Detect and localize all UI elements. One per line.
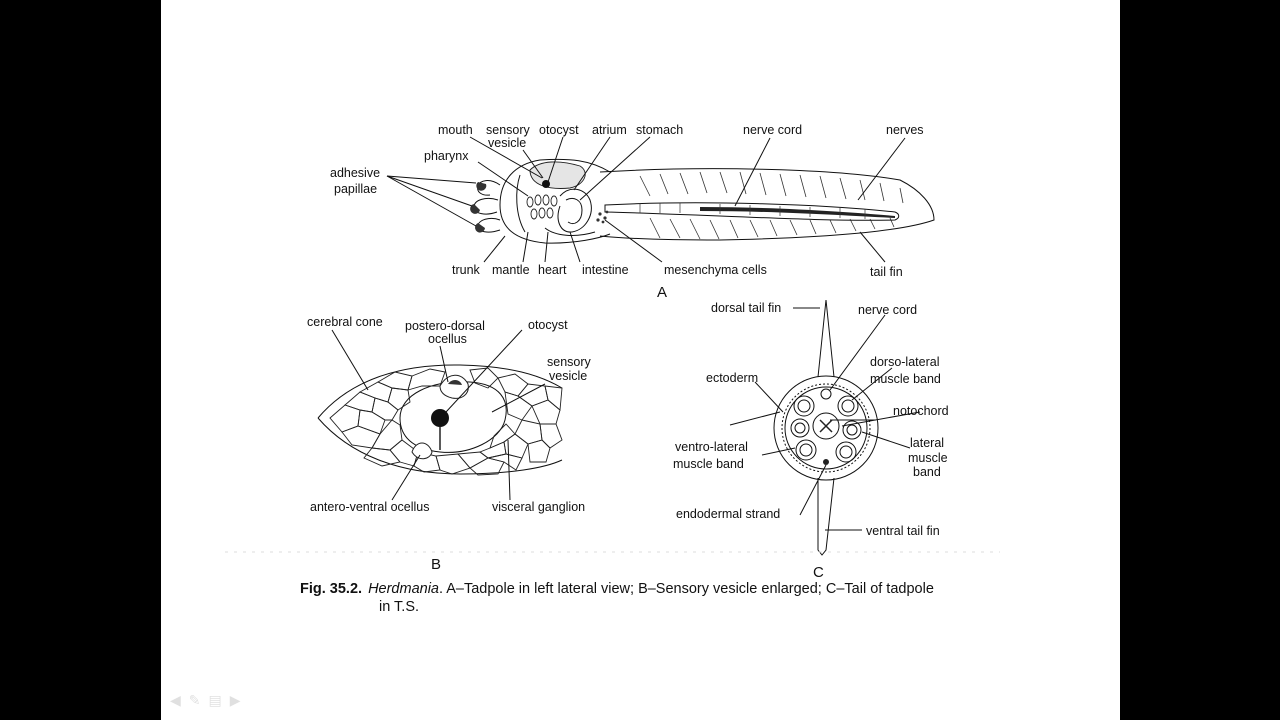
ventral-fin-spike (817, 477, 835, 556)
postero-dorsal-ocellus-pigment (448, 379, 462, 385)
label-otocyst-b: otocyst (528, 318, 568, 332)
nerve-cord-segments (639, 203, 866, 219)
nerve-cord-c (820, 388, 832, 400)
label-nerve-cord-c: nerve cord (858, 303, 917, 317)
caption-text-line1: . A–Tadpole in left lateral view; B–Sens… (438, 581, 934, 597)
stomach-loop (565, 197, 583, 224)
panel-label-c: C (813, 564, 824, 581)
label-lateral-3: band (913, 465, 941, 479)
tail-outer-circle (773, 375, 879, 481)
label-dorso-lateral-1: dorso-lateral (870, 355, 939, 369)
heart-shape (544, 227, 596, 236)
label-cerebral-cone: cerebral cone (307, 315, 383, 329)
label-ventral-tail-fin: ventral tail fin (866, 524, 940, 538)
label-ventro-lateral-2: muscle band (673, 457, 744, 471)
panel-b-leader-lines (331, 329, 546, 501)
panel-label-b: B (431, 556, 441, 573)
label-mantle: mantle (492, 263, 530, 277)
panel-label-a: A (657, 284, 667, 301)
otocyst-b (431, 409, 449, 427)
nerve-cord-band (700, 207, 895, 218)
menu-icon[interactable]: ▤ (208, 692, 222, 708)
tadpole-drawing (470, 158, 935, 244)
label-notochord: notochord (893, 404, 949, 418)
label-otocyst-a: otocyst (539, 123, 579, 137)
caption-genus: Herdmania (368, 581, 439, 597)
postero-dorsal-ocellus (439, 374, 469, 399)
mantle-line (516, 174, 526, 233)
otocyst-dot (542, 180, 550, 188)
adhesive-papillae (470, 180, 501, 233)
notochord-c (812, 412, 840, 440)
tail-fin-hatching (639, 171, 904, 240)
vesicle-cells (329, 367, 563, 476)
label-stomach: stomach (636, 123, 683, 137)
label-sensory-vesicle-a1: sensory (486, 123, 531, 137)
label-endodermal-strand: endodermal strand (676, 507, 780, 521)
intestine-loop (557, 188, 592, 233)
pen-icon[interactable]: ✎ (188, 692, 201, 708)
label-lateral-2: muscle (908, 451, 948, 465)
mesenchyma-cells (596, 210, 609, 224)
pharynx-stigmata (526, 194, 558, 220)
label-dorso-lateral-2: muscle band (870, 372, 941, 386)
label-ventro-lateral-1: ventro-lateral (675, 440, 748, 454)
caption-text-line2: in T.S. (379, 599, 420, 615)
label-pharynx: pharynx (424, 149, 469, 163)
panel-c-labels: dorsal tail fin nerve cord dorso-lateral… (673, 301, 949, 581)
slide-nav-controls[interactable]: ◀ ✎ ▤ ▶ (170, 692, 241, 709)
panel-a-leader-lines (386, 136, 906, 263)
label-dorsal-tail-fin: dorsal tail fin (711, 301, 781, 315)
tail-outline (599, 168, 935, 241)
label-atrium: atrium (592, 123, 627, 137)
label-visceral-ganglion: visceral ganglion (492, 500, 585, 514)
label-ectoderm: ectoderm (706, 371, 758, 385)
label-antero-ventral-ocellus: antero-ventral ocellus (310, 500, 430, 514)
vesicle-upper-outline (317, 364, 563, 419)
label-heart: heart (538, 263, 567, 277)
caption-fig-number: Fig. 35.2. (300, 581, 363, 597)
tail-inner-circle (784, 386, 868, 470)
label-postero-dorsal-2: ocellus (428, 332, 467, 346)
label-intestine: intestine (582, 263, 629, 277)
label-trunk: trunk (452, 263, 481, 277)
label-sensory-b-2: vesicle (549, 369, 587, 383)
sensory-vesicle-shape (529, 161, 586, 189)
slide-page (161, 0, 1120, 720)
label-postero-dorsal-1: postero-dorsal (405, 319, 485, 333)
dorsal-fin-spike (817, 299, 835, 378)
label-adhesive-papillae-2: papillae (334, 182, 377, 196)
trunk-outline (499, 158, 611, 244)
figure-caption: Fig. 35.2. Herdmania. A–Tadpole in left l… (300, 580, 1020, 616)
panel-c-leader-lines (754, 307, 921, 531)
label-mesenchyma-cells: mesenchyma cells (664, 263, 767, 277)
panel-b-labels: cerebral cone postero-dorsal ocellus oto… (307, 315, 592, 573)
label-nerves: nerves (886, 123, 924, 137)
next-slide-icon[interactable]: ▶ (229, 692, 241, 708)
panel-a-labels: mouth sensory vesicle otocyst atrium sto… (330, 123, 924, 301)
tail-section-drawing (729, 299, 879, 556)
label-sensory-b-1: sensory (547, 355, 592, 369)
label-lateral-1: lateral (910, 436, 944, 450)
vesicle-lower-outline (317, 417, 563, 475)
label-adhesive-papillae-1: adhesive (330, 166, 380, 180)
prev-slide-icon[interactable]: ◀ (170, 692, 181, 708)
muscle-bands (790, 395, 862, 463)
tail-ectoderm-ring (781, 383, 871, 473)
notochord-core (819, 419, 833, 433)
label-nerve-cord-a: nerve cord (743, 123, 802, 137)
label-tail-fin: tail fin (870, 265, 903, 279)
sensory-vesicle-drawing (317, 364, 563, 476)
label-sensory-vesicle-a2: vesicle (488, 136, 526, 150)
notochord-band (604, 202, 900, 221)
endodermal-strand-c (823, 459, 829, 465)
label-mouth: mouth (438, 123, 473, 137)
